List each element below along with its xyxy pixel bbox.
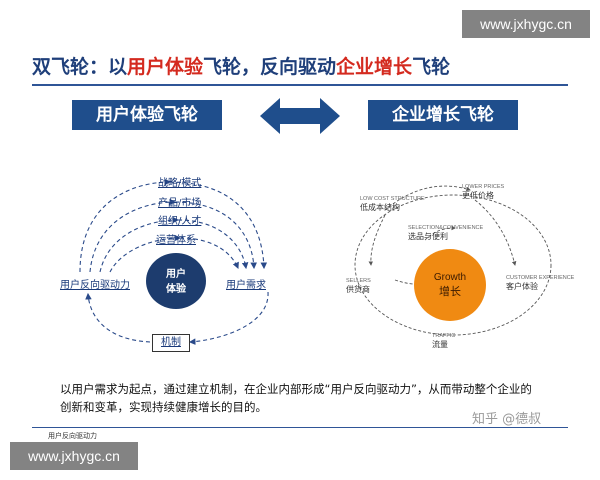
arc-product	[89, 198, 177, 273]
title-highlight: 用户体验	[127, 56, 204, 78]
user-experience-flywheel-diagram	[79, 178, 269, 345]
node-low-cost: LOW COST STRUCTURE 低成本结构	[360, 196, 425, 213]
arc-strategy-out	[169, 181, 268, 270]
page-title: 双飞轮：以用户体验飞轮，反向驱动企业增长飞轮	[32, 52, 450, 79]
core-line: 用户	[166, 269, 186, 280]
stage-label: 运营体系	[156, 235, 196, 246]
core-en: Growth	[433, 272, 467, 283]
growth-core-label: Growth 增长	[422, 272, 478, 299]
arc-org	[99, 216, 180, 273]
node-en: LOW COST STRUCTURE	[360, 196, 425, 202]
node-en: CUSTOMER EXPERIENCE	[506, 275, 575, 281]
watermark-top: www.jxhygc.cn	[462, 10, 590, 38]
node-cn: 供货商	[346, 285, 370, 294]
footer-divider	[32, 427, 568, 428]
node-traffic: TRAFFIC 流量	[432, 333, 455, 350]
node-cn: 更低价格	[462, 191, 494, 200]
title-divider	[32, 84, 568, 86]
arc-org-out	[177, 219, 249, 270]
node-en: LOWER PRICES	[462, 184, 505, 190]
node-cn: 流量	[432, 340, 448, 349]
arc-ops	[109, 234, 182, 273]
title-segment: 双飞轮：以	[32, 56, 128, 78]
left-flywheel-header: 用户体验飞轮	[72, 100, 222, 130]
arc-mechanism-to-driver	[85, 292, 151, 343]
node-selection: SELECTION&CONVENIENCE 选品与便利	[408, 225, 483, 242]
stage-label: 组织/人才	[158, 216, 202, 227]
right-flywheel-header: 企业增长飞轮	[368, 100, 518, 130]
caption-text: 以用户需求为起点，通过建立机制，在企业内部形成“用户反向驱动力”，从而带动整个企…	[60, 382, 532, 414]
core-cn: 增长	[439, 285, 461, 298]
title-segment: 飞轮，反向驱动	[203, 56, 337, 78]
node-en: TRAFFIC	[432, 333, 456, 339]
watermark-bottom: www.jxhygc.cn	[10, 442, 138, 470]
title-highlight: 企业增长	[336, 56, 413, 78]
node-cn: 客户体验	[506, 282, 538, 291]
node-en: SELLERS	[346, 278, 371, 284]
zhihu-watermark: 知乎 @德叔	[472, 412, 542, 427]
footer-text: 用户反向驱动力	[48, 432, 97, 440]
arc-strategy	[79, 178, 172, 273]
node-sellers: SELLERS 供货商	[346, 278, 371, 295]
stage-label: 战略/模式	[158, 178, 202, 189]
demand-node-label: 用户需求	[226, 280, 266, 291]
arc-product-out	[174, 201, 258, 270]
node-cn: 选品与便利	[408, 232, 448, 241]
growth-flywheel-diagram	[354, 185, 552, 336]
double-arrow-icon	[260, 98, 340, 134]
core-line: 体验	[166, 284, 186, 295]
growth-core-circle	[414, 249, 486, 321]
node-lower-prices: LOWER PRICES 更低价格	[462, 184, 504, 201]
driver-node-label: 用户反向驱动力	[60, 280, 130, 291]
title-segment: 飞轮	[412, 56, 451, 78]
user-experience-core: 用户 体验	[146, 253, 206, 309]
node-cn: 低成本结构	[360, 203, 400, 212]
mechanism-box: 机制	[152, 334, 190, 352]
stage-label: 产品/市场	[158, 198, 202, 209]
arc-ops-out	[179, 237, 239, 270]
arc-demand-to-mechanism	[188, 291, 269, 345]
node-customer-experience: CUSTOMER EXPERIENCE 客户体验	[506, 275, 574, 292]
node-en: SELECTION&CONVENIENCE	[408, 225, 484, 231]
